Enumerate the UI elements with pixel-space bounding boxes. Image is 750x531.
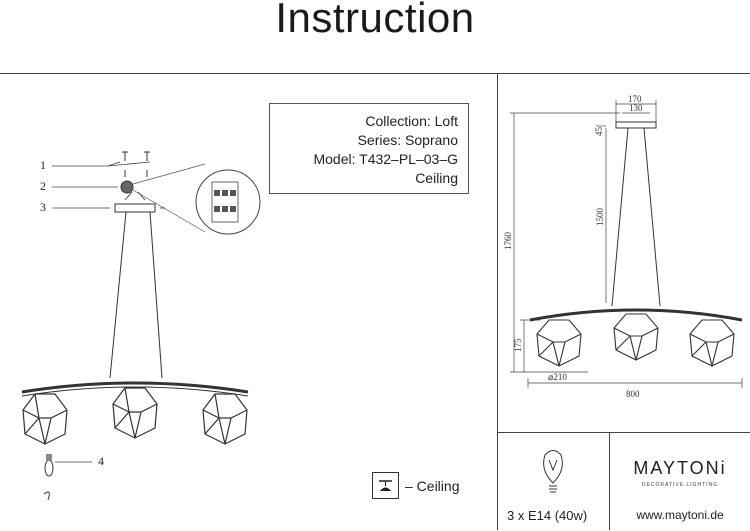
dim-width: 800: [626, 389, 640, 399]
ceiling-mount-icon: [372, 472, 399, 499]
callout-3: 3: [40, 200, 46, 214]
footer-divider-vertical: [609, 432, 610, 530]
dim-shade-diameter: ⌀210: [548, 372, 567, 382]
dim-total-height: 1760: [503, 232, 513, 251]
diagram-frame: [0, 73, 750, 531]
model-label: Model: T432–PL–03–G: [313, 151, 458, 167]
callout-2: 2: [40, 179, 46, 193]
brand-logo: MAYTONi: [633, 458, 727, 478]
panel-divider: [497, 73, 498, 530]
brand-website: www.maytoni.de: [636, 508, 724, 522]
ceiling-legend-label: – Ceiling: [405, 477, 460, 494]
brand-tagline: DECORATIVE LIGHTING: [641, 482, 719, 488]
dim-shade-height: 175: [513, 338, 523, 352]
mount-label: Ceiling: [415, 170, 458, 186]
collection-label: Collection: Loft: [365, 113, 458, 129]
dim-cable-length: 1500: [595, 208, 605, 227]
footer-divider: [497, 432, 750, 433]
product-info-box: Collection: Loft Series: Soprano Model: …: [269, 103, 469, 194]
dim-canopy-inner: 130: [629, 103, 643, 113]
dim-canopy-thickness: 45: [594, 127, 604, 137]
callout-4: 4: [98, 454, 104, 468]
dim-canopy-outer: 170: [628, 94, 642, 104]
callout-1: 1: [40, 158, 46, 172]
ceiling-legend: – Ceiling: [372, 472, 459, 499]
page-title: Instruction: [275, 0, 475, 41]
series-label: Series: Soprano: [357, 132, 458, 148]
bulb-spec: 3 x E14 (40w): [507, 508, 588, 523]
bulb-icon: [543, 450, 563, 493]
